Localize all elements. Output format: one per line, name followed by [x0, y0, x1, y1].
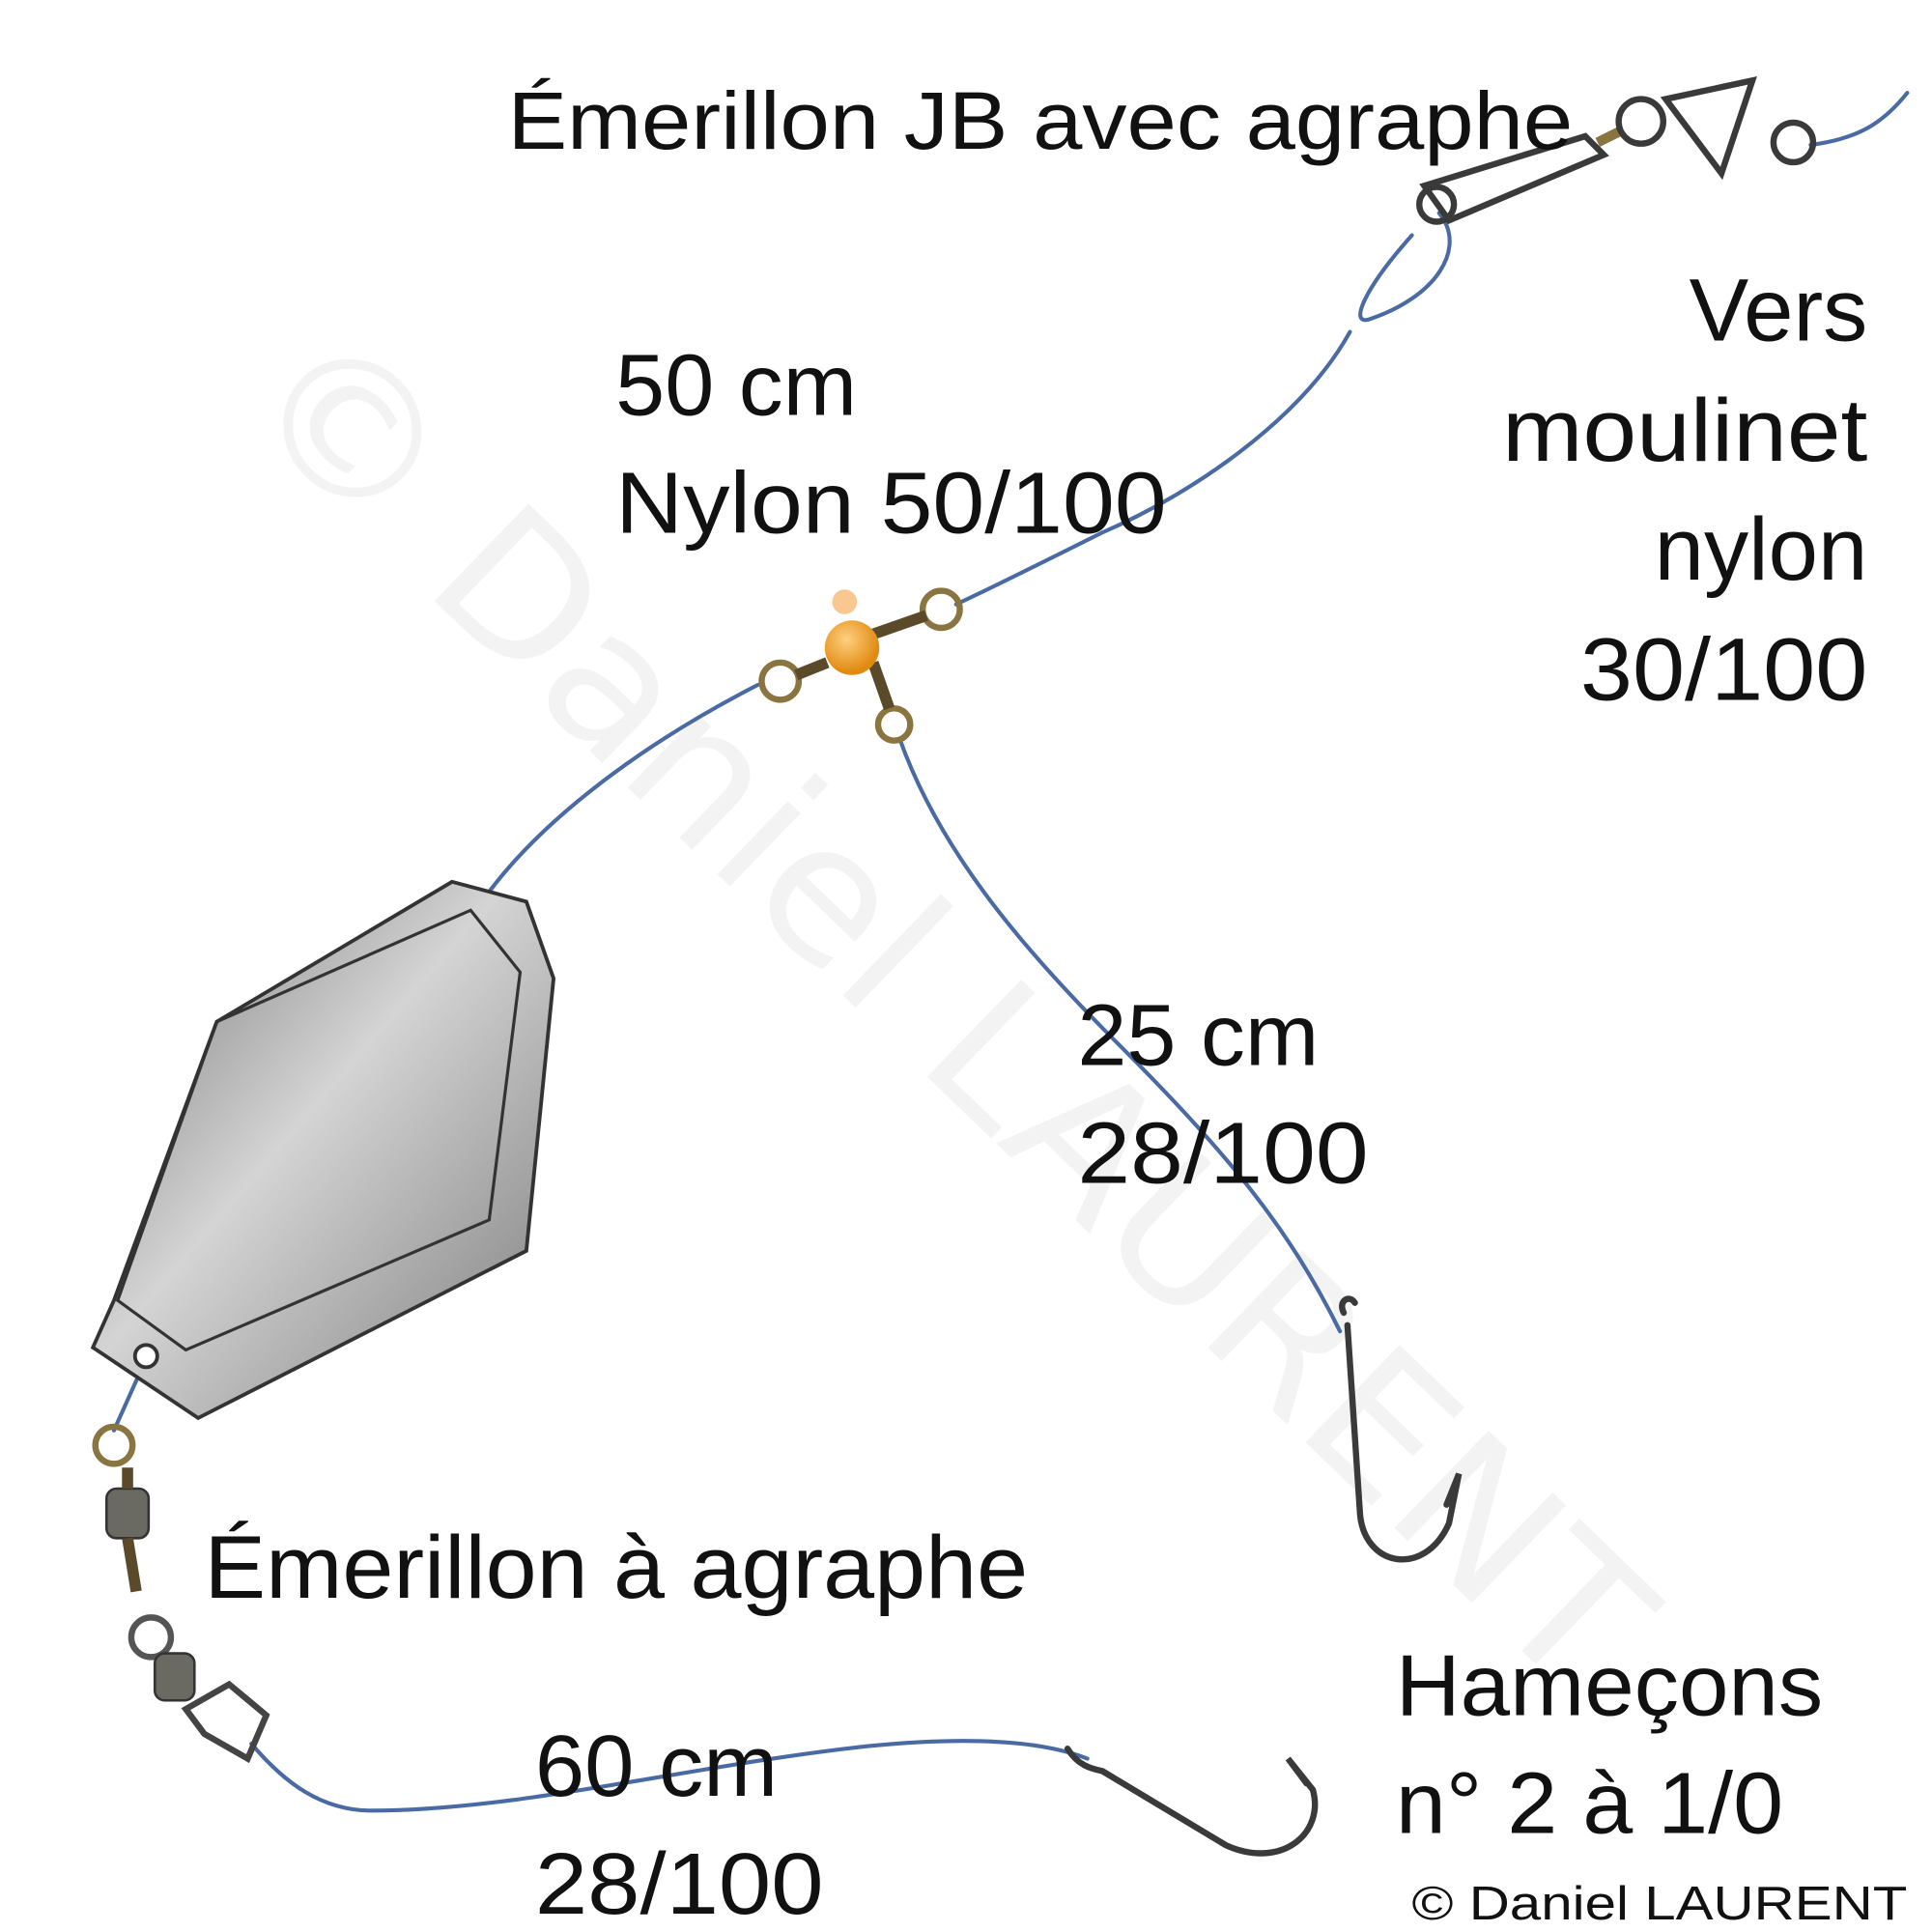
jb-snap-swivel [1416, 76, 1817, 225]
dropper-length: 25 cm [1077, 988, 1319, 1085]
main-line-label-3: nylon [1655, 498, 1868, 599]
sinker-line [487, 682, 760, 895]
main-line-label-4: 30/100 [1580, 618, 1867, 719]
three-way-swivel [758, 587, 963, 744]
bottom-snap-swivel [92, 1423, 270, 1764]
dropper-spec: 28/100 [1077, 1105, 1368, 1202]
bottom-hook [1064, 1746, 1319, 1857]
snap-swivel-top-label: Émerillon JB avec agraphe [508, 74, 1574, 166]
main-line [1808, 91, 1910, 148]
upper-leader-line [953, 211, 1452, 607]
dropper-line [898, 738, 1343, 1334]
hooks-label: Hameçons [1396, 1638, 1823, 1735]
upper-leader-length: 50 cm [615, 337, 857, 434]
bead [824, 620, 880, 675]
bottom-leader-line [249, 1739, 1090, 1813]
copyright: © Daniel LAURENT [1412, 1878, 1908, 1930]
lead-sinker [90, 879, 556, 1421]
bottom-leader-length: 60 cm [535, 1719, 778, 1815]
hooks-size: n° 2 à 1/0 [1396, 1755, 1783, 1852]
main-line-label-1: Vers [1690, 260, 1868, 360]
upper-leader-spec: Nylon 50/100 [615, 455, 1167, 552]
snap-swivel-bottom-label: Émerillon à agraphe [205, 1517, 1029, 1617]
dropper-hook [1339, 1295, 1463, 1563]
main-line-label-2: moulinet [1502, 380, 1867, 480]
bottom-leader-spec: 28/100 [535, 1836, 824, 1932]
